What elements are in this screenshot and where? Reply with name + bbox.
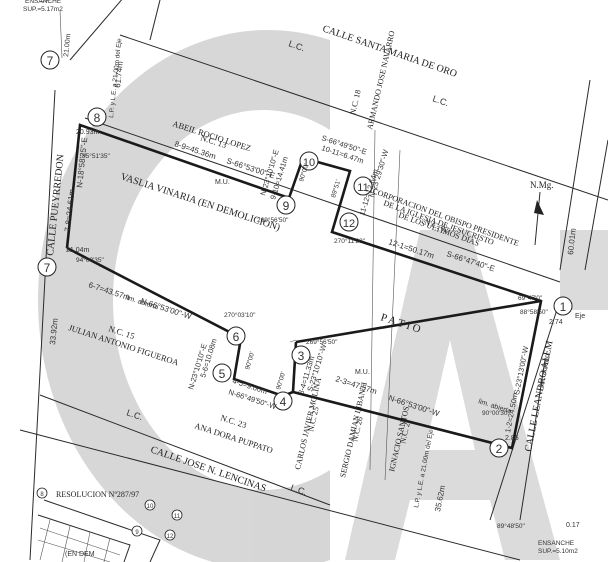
svg-text:90°00': 90°00' xyxy=(243,351,256,371)
resolution-inset: 8 RESOLUCION Nº287/97 10 11 9 12 (EN DEM xyxy=(36,487,183,562)
node-7a: 7 xyxy=(40,50,60,70)
svg-text:33.92m: 33.92m xyxy=(48,317,60,345)
svg-text:(EN DEM: (EN DEM xyxy=(65,551,95,558)
node-7: 7 xyxy=(37,257,57,277)
svg-text:11: 11 xyxy=(357,182,368,194)
svg-text:2.74: 2.74 xyxy=(549,319,563,326)
svg-text:L.C.: L.C. xyxy=(431,93,450,108)
svg-text:21.00m: 21.00m xyxy=(63,33,72,57)
node-11: 11 xyxy=(353,176,373,196)
node-10: 10 xyxy=(299,151,319,171)
svg-text:94°00'35": 94°00'35" xyxy=(76,256,105,264)
svg-text:11: 11 xyxy=(174,514,181,520)
svg-text:270°03'10": 270°03'10" xyxy=(224,311,256,319)
svg-text:269°56'50": 269°56'50" xyxy=(257,216,289,224)
building-label: VASLIA VINARIA (EN DEMOLICION) xyxy=(119,171,281,233)
svg-text:2.85: 2.85 xyxy=(505,435,519,442)
svg-text:0.17: 0.17 xyxy=(566,522,580,529)
node-2: 2 xyxy=(489,438,509,458)
node-3: 3 xyxy=(291,345,311,365)
svg-text:8: 8 xyxy=(40,492,44,498)
svg-text:88°58'50": 88°58'50" xyxy=(520,308,549,316)
svg-text:69°47'0": 69°47'0" xyxy=(518,294,543,302)
watermark xyxy=(38,30,608,562)
svg-text:85°51'35": 85°51'35" xyxy=(82,152,111,160)
svg-text:89°51': 89°51' xyxy=(329,179,342,199)
node-8: 8 xyxy=(87,107,107,127)
street-lines xyxy=(19,0,608,561)
svg-text:90°00': 90°00' xyxy=(274,371,287,391)
svg-text:7: 7 xyxy=(47,54,54,68)
svg-text:60.01m: 60.01m xyxy=(566,227,578,255)
svg-text:9: 9 xyxy=(283,199,290,213)
svg-text:3: 3 xyxy=(298,349,305,363)
svg-text:269°56'50": 269°56'50" xyxy=(306,338,338,346)
svg-text:7-8=24.61m: 7-8=24.61m xyxy=(63,188,76,232)
node-6: 6 xyxy=(226,326,246,346)
svg-text:M.U.: M.U. xyxy=(215,179,230,186)
svg-text:2-3=47.57m: 2-3=47.57m xyxy=(334,374,378,396)
svg-text:N.C. 23: N.C. 23 xyxy=(219,412,247,430)
svg-text:8: 8 xyxy=(94,111,101,125)
node-5: 5 xyxy=(212,363,232,383)
svg-text:N.C. 18: N.C. 18 xyxy=(348,89,362,116)
svg-text:ENSANCHE: ENSANCHE xyxy=(25,0,62,5)
svg-text:270°11'20": 270°11'20" xyxy=(334,237,366,245)
svg-text:10: 10 xyxy=(147,504,154,510)
svg-text:61.74m: 61.74m xyxy=(113,60,125,88)
svg-text:20.93m: 20.93m xyxy=(76,129,100,136)
svg-text:5: 5 xyxy=(219,367,226,381)
svg-text:10: 10 xyxy=(303,157,315,169)
svg-text:12: 12 xyxy=(167,534,174,540)
north-arrow-icon: N.Mg. xyxy=(530,180,554,246)
svg-text:Eje: Eje xyxy=(575,313,585,320)
svg-text:SUP.=5.17m2: SUP.=5.17m2 xyxy=(23,6,63,13)
svg-text:7: 7 xyxy=(44,261,51,275)
svg-text:SUP.=5.10m2: SUP.=5.10m2 xyxy=(538,548,578,555)
svg-text:2: 2 xyxy=(496,442,503,456)
survey-nodes: 1 2 3 4 5 6 7 7 8 9 10 11 12 xyxy=(37,50,573,458)
svg-text:89°48'50": 89°48'50" xyxy=(497,522,526,530)
svg-text:M.U.: M.U. xyxy=(355,369,370,376)
node-4: 4 xyxy=(273,391,293,411)
svg-text:9: 9 xyxy=(135,530,139,536)
node-1: 1 xyxy=(553,296,573,316)
svg-text:1: 1 xyxy=(560,300,567,314)
svg-text:6: 6 xyxy=(233,330,240,344)
svg-text:N.Mg.: N.Mg. xyxy=(530,180,554,190)
node-12: 12 xyxy=(339,212,359,232)
svg-text:21.04m: 21.04m xyxy=(66,247,90,254)
svg-text:RESOLUCION Nº287/97: RESOLUCION Nº287/97 xyxy=(56,490,139,499)
svg-text:90°00'30": 90°00'30" xyxy=(482,409,511,417)
svg-text:12: 12 xyxy=(343,218,355,230)
svg-text:4: 4 xyxy=(280,395,287,409)
svg-text:ENSANCHE: ENSANCHE xyxy=(538,540,575,547)
node-9: 9 xyxy=(276,195,296,215)
